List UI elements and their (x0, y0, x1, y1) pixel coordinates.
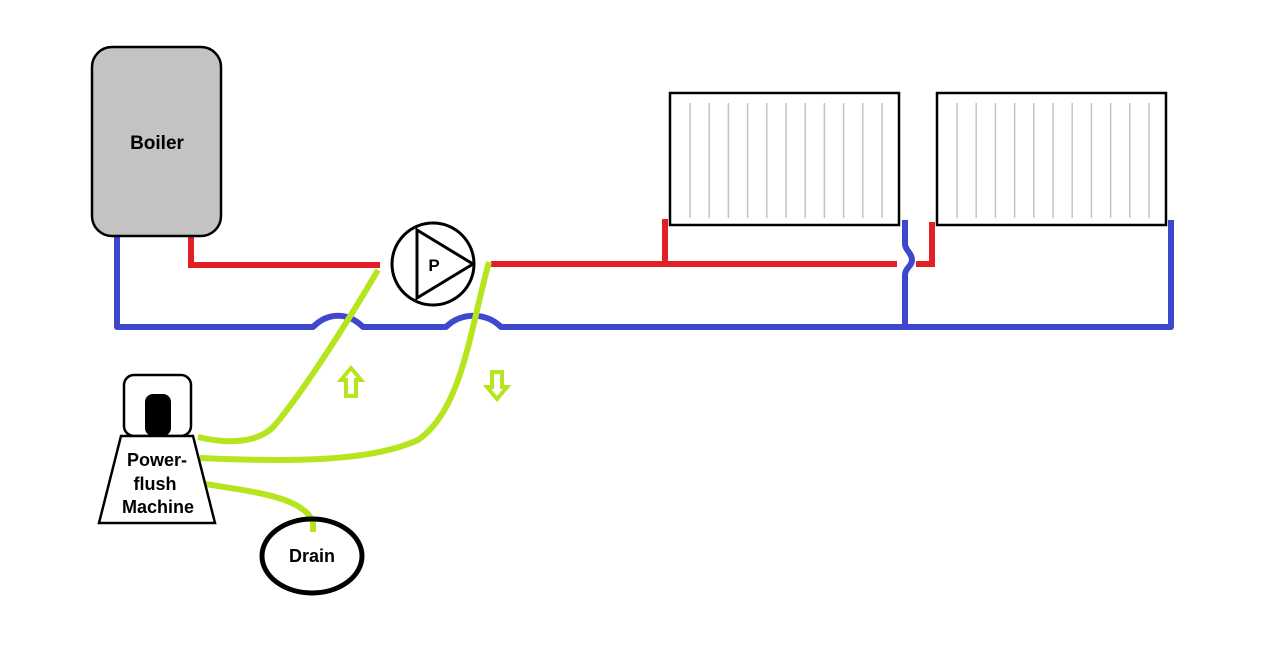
drain: Drain (259, 516, 365, 596)
machine-label-line3: Machine (122, 497, 194, 517)
machine-label-line2: flush (134, 474, 177, 494)
drain-label: Drain (289, 546, 335, 566)
radiator-1 (668, 91, 901, 227)
hollow-down-arrow-icon (482, 370, 512, 403)
boiler: Boiler (90, 45, 223, 238)
machine-label-line1: Power- (127, 450, 187, 470)
radiator-2 (935, 91, 1168, 227)
hose-from-pump-outlet (199, 261, 492, 464)
hose-to-drain (204, 481, 316, 532)
hollow-up-arrow-icon (336, 364, 366, 398)
power-flush-machine: Power- flush Machine (97, 373, 217, 525)
pump-label: P (428, 256, 439, 275)
boiler-label: Boiler (130, 133, 184, 154)
return-pipe (114, 220, 1174, 330)
hose-to-pump-inlet (197, 268, 381, 445)
flow-pipe (188, 219, 935, 268)
pump: P (390, 221, 476, 307)
